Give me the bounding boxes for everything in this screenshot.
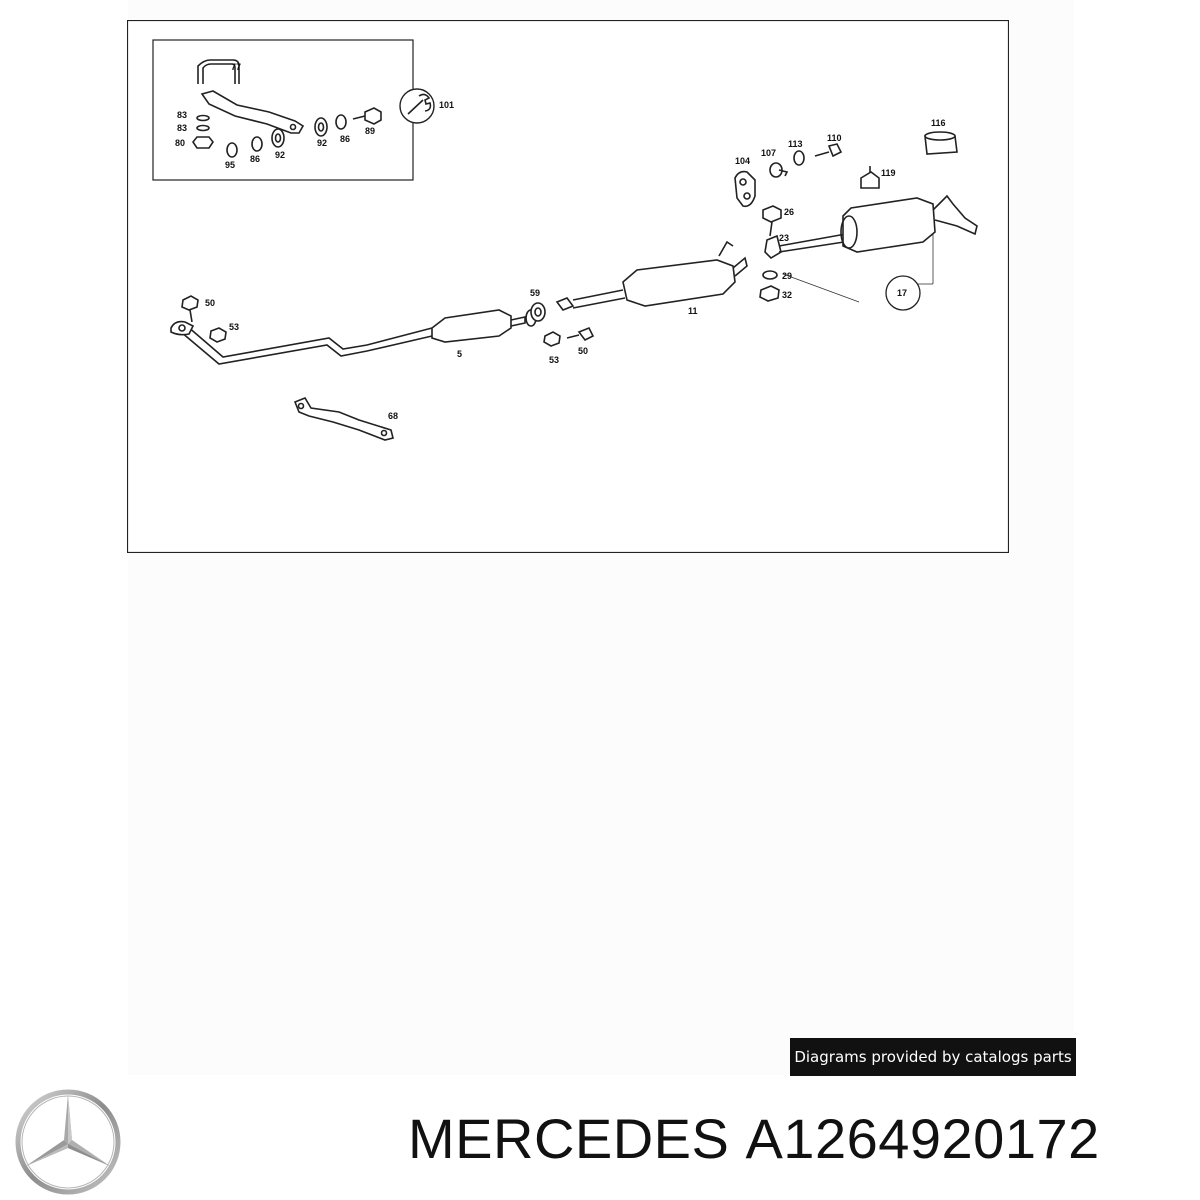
label-104: 104 (735, 156, 750, 166)
mercedes-star-icon (15, 1089, 121, 1195)
label-113: 113 (788, 139, 803, 149)
washer-86b (335, 114, 347, 130)
bolt-110 (814, 143, 843, 158)
catalytic-converter-5 (431, 309, 526, 343)
diagram-credit-badge: Diagrams provided by catalogs parts (790, 1038, 1076, 1076)
label-53-right: 53 (549, 355, 559, 365)
label-5: 5 (457, 349, 462, 359)
exhaust-parts-diagram: 77 83 83 80 95 86 92 92 86 89 101 104 10… (127, 20, 1009, 553)
clamp-23 (764, 234, 782, 260)
bracket-inset (200, 90, 305, 134)
label-23: 23 (779, 233, 789, 243)
label-29: 29 (782, 271, 792, 281)
label-83-upper: 83 (177, 110, 187, 120)
label-89: 89 (365, 126, 375, 136)
label-59: 59 (530, 288, 540, 298)
washer-113 (793, 150, 805, 166)
rubber-buffer-119 (860, 166, 880, 189)
bolt-26 (762, 205, 782, 237)
label-92-right: 92 (317, 138, 327, 148)
hanger-104 (734, 170, 756, 208)
label-86-left: 86 (250, 154, 260, 164)
brand-name: MERCEDES (408, 1107, 730, 1170)
callout-17 (782, 234, 934, 311)
label-119: 119 (881, 168, 896, 178)
label-95: 95 (225, 160, 235, 170)
bolt-89 (352, 107, 382, 125)
label-86-right: 86 (340, 134, 350, 144)
front-pipe (170, 320, 433, 365)
part-title: MERCEDES A1264920172 (408, 1104, 1100, 1174)
bushing-107 (769, 162, 789, 178)
wrench-icon-101 (399, 88, 435, 124)
spacer-92a (271, 128, 285, 148)
spacer-92b (314, 117, 328, 137)
nut-53a (209, 327, 227, 343)
label-50-left: 50 (205, 298, 215, 308)
label-110: 110 (827, 133, 842, 143)
rear-muffler (778, 194, 978, 253)
bolt-50b (566, 326, 595, 342)
label-80: 80 (175, 138, 185, 148)
bracket-68 (293, 397, 394, 441)
washer-29 (762, 270, 778, 280)
label-83-lower: 83 (177, 123, 187, 133)
label-101: 101 (439, 100, 454, 110)
label-77: 77 (231, 62, 241, 72)
washer-86a (251, 136, 263, 152)
label-32: 32 (782, 290, 792, 300)
label-53-left: 53 (229, 322, 239, 332)
label-68: 68 (388, 411, 398, 421)
part-number: A1264920172 (745, 1107, 1100, 1170)
bolt-50a (181, 295, 199, 323)
washer-95 (226, 142, 238, 158)
rubber-mount-116 (924, 131, 958, 155)
label-92-left: 92 (275, 150, 285, 160)
label-116: 116 (931, 118, 946, 128)
center-muffler-11 (622, 240, 748, 307)
label-17: 17 (897, 288, 907, 298)
label-50-right: 50 (578, 346, 588, 356)
nut-80 (192, 136, 214, 149)
middle-pipe (572, 289, 626, 309)
clamp-pieces (525, 297, 575, 327)
label-107: 107 (761, 148, 776, 158)
label-11: 11 (688, 306, 698, 316)
u-bolt-77 (197, 59, 240, 84)
label-26: 26 (784, 207, 794, 217)
nut-32 (759, 285, 780, 302)
washers-83 (196, 114, 210, 132)
nut-53b (543, 331, 561, 347)
